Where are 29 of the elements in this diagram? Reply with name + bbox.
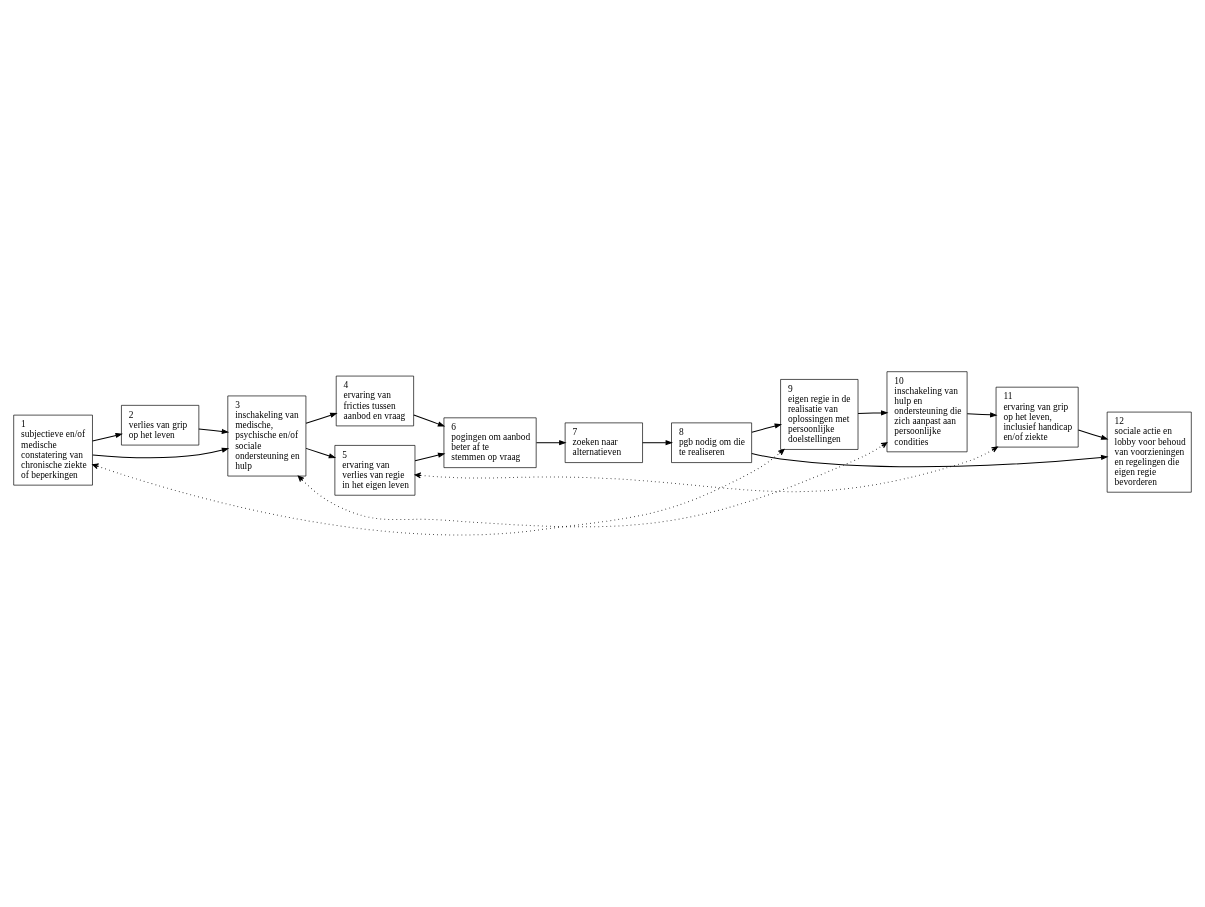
- arrow: [305, 447, 337, 459]
- arrow: [751, 423, 783, 433]
- arrow: [92, 433, 123, 442]
- node-box: 6 pogingen om aanbod beter af te stemmen op vraag: [443, 417, 537, 468]
- node-box: 9 eigen regie in de realisatie van oplossingen met persoonlijke doelstellingen: [780, 379, 859, 450]
- node-box: 8 pgb nodig om die te realiseren: [671, 422, 752, 463]
- arrow: [1077, 429, 1109, 440]
- arrow: [857, 410, 889, 416]
- node-box: 3 inschakeling van medische, psychische en/of sociale ondersteuning en hulp: [227, 395, 307, 477]
- arrow: [413, 414, 446, 427]
- arrow: [305, 412, 338, 424]
- node-box: 1 subjectieve en/of medische constatering van chronische ziekte of beperkingen: [13, 414, 93, 486]
- node-box: 10 inschakeling van hulp en ondersteuning die zich aanpast aan persoonlijke condities: [886, 371, 968, 453]
- arrow: [297, 442, 888, 528]
- arrow: [414, 446, 998, 493]
- arrow: [966, 412, 998, 418]
- arrow: [642, 440, 673, 446]
- node-box: 2 verlies van grip op het leven: [121, 405, 200, 446]
- node-box: 5 ervaring van verlies van regie in het eigen leven: [334, 445, 416, 496]
- arrow: [92, 449, 785, 536]
- node-box: 11 ervaring van grip op het leven, inclusief handicap en/of ziekte: [995, 386, 1079, 448]
- node-box: 4 ervaring van fricties tussen aanbod en vraag: [335, 375, 414, 427]
- arrow: [414, 452, 446, 462]
- arrow: [92, 447, 230, 459]
- arrow: [198, 428, 230, 435]
- node-box: 12 sociale actie en lobby voor behoud van voorzieningen en regelingen die eigen regie bevorderen: [1106, 411, 1192, 493]
- arrow: [751, 453, 1109, 468]
- arrow: [535, 440, 567, 446]
- node-box: 7 zoeken naar alternatieven: [564, 422, 643, 463]
